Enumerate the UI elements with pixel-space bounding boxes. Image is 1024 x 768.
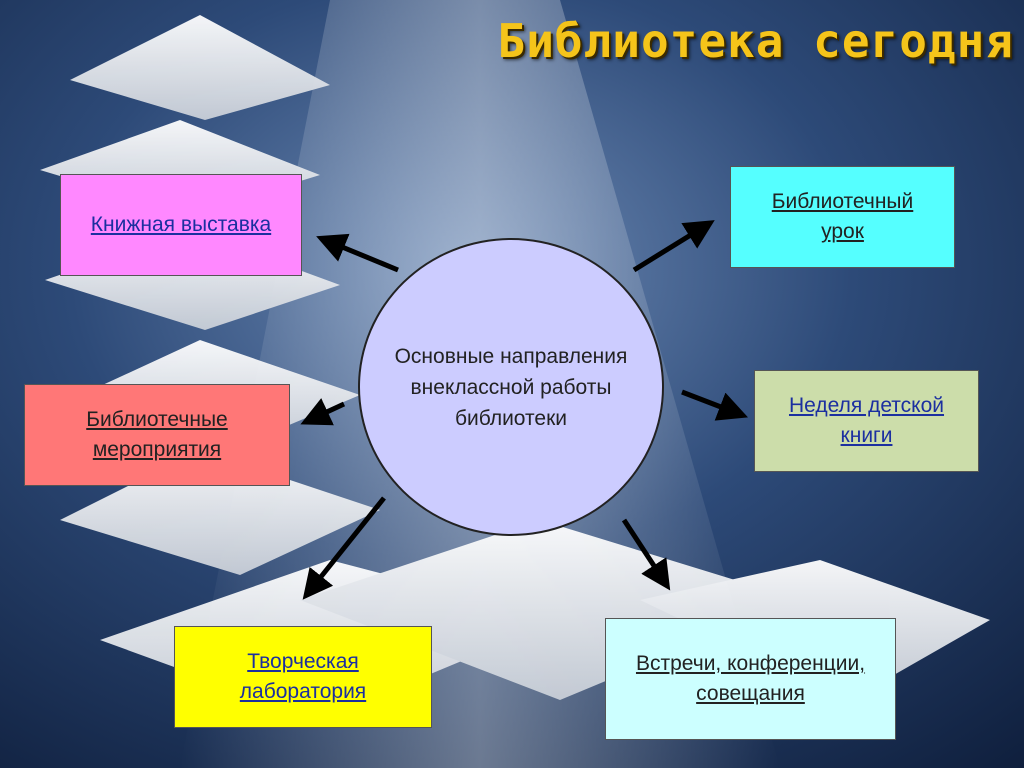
box-library-events: Библиотечные мероприятия	[24, 384, 290, 486]
center-text: Основные направления внеклассной работы …	[394, 344, 628, 430]
childrens-book-week-line1[interactable]: Неделя детской	[788, 394, 945, 417]
book-exhibition-link[interactable]: Книжная выставка	[90, 213, 272, 236]
library-events-line2: мероприятия	[92, 438, 222, 461]
box-creative-lab[interactable]: Творческая лаборатория	[174, 626, 432, 728]
meetings-line1: Встречи, конференции,	[635, 652, 866, 675]
center-circle: Основные направления внеклассной работы …	[358, 238, 664, 536]
box-meetings: Встречи, конференции, совещания	[605, 618, 896, 740]
box-library-lesson: Библиотечный урок	[730, 166, 955, 268]
meetings-line2: совещания	[696, 682, 805, 705]
library-lesson-line2: урок	[821, 220, 864, 243]
library-lesson-line1: Библиотечный	[771, 190, 914, 213]
childrens-book-week-line2[interactable]: книги	[840, 424, 893, 447]
page-title: Библиотека сегодня	[497, 14, 1014, 68]
box-book-exhibition[interactable]: Книжная выставка	[60, 174, 302, 276]
library-events-line1: Библиотечные	[86, 408, 228, 431]
creative-lab-line2[interactable]: лаборатория	[239, 680, 367, 703]
box-childrens-book-week[interactable]: Неделя детской книги	[754, 370, 979, 472]
creative-lab-line1[interactable]: Творческая	[247, 650, 359, 673]
